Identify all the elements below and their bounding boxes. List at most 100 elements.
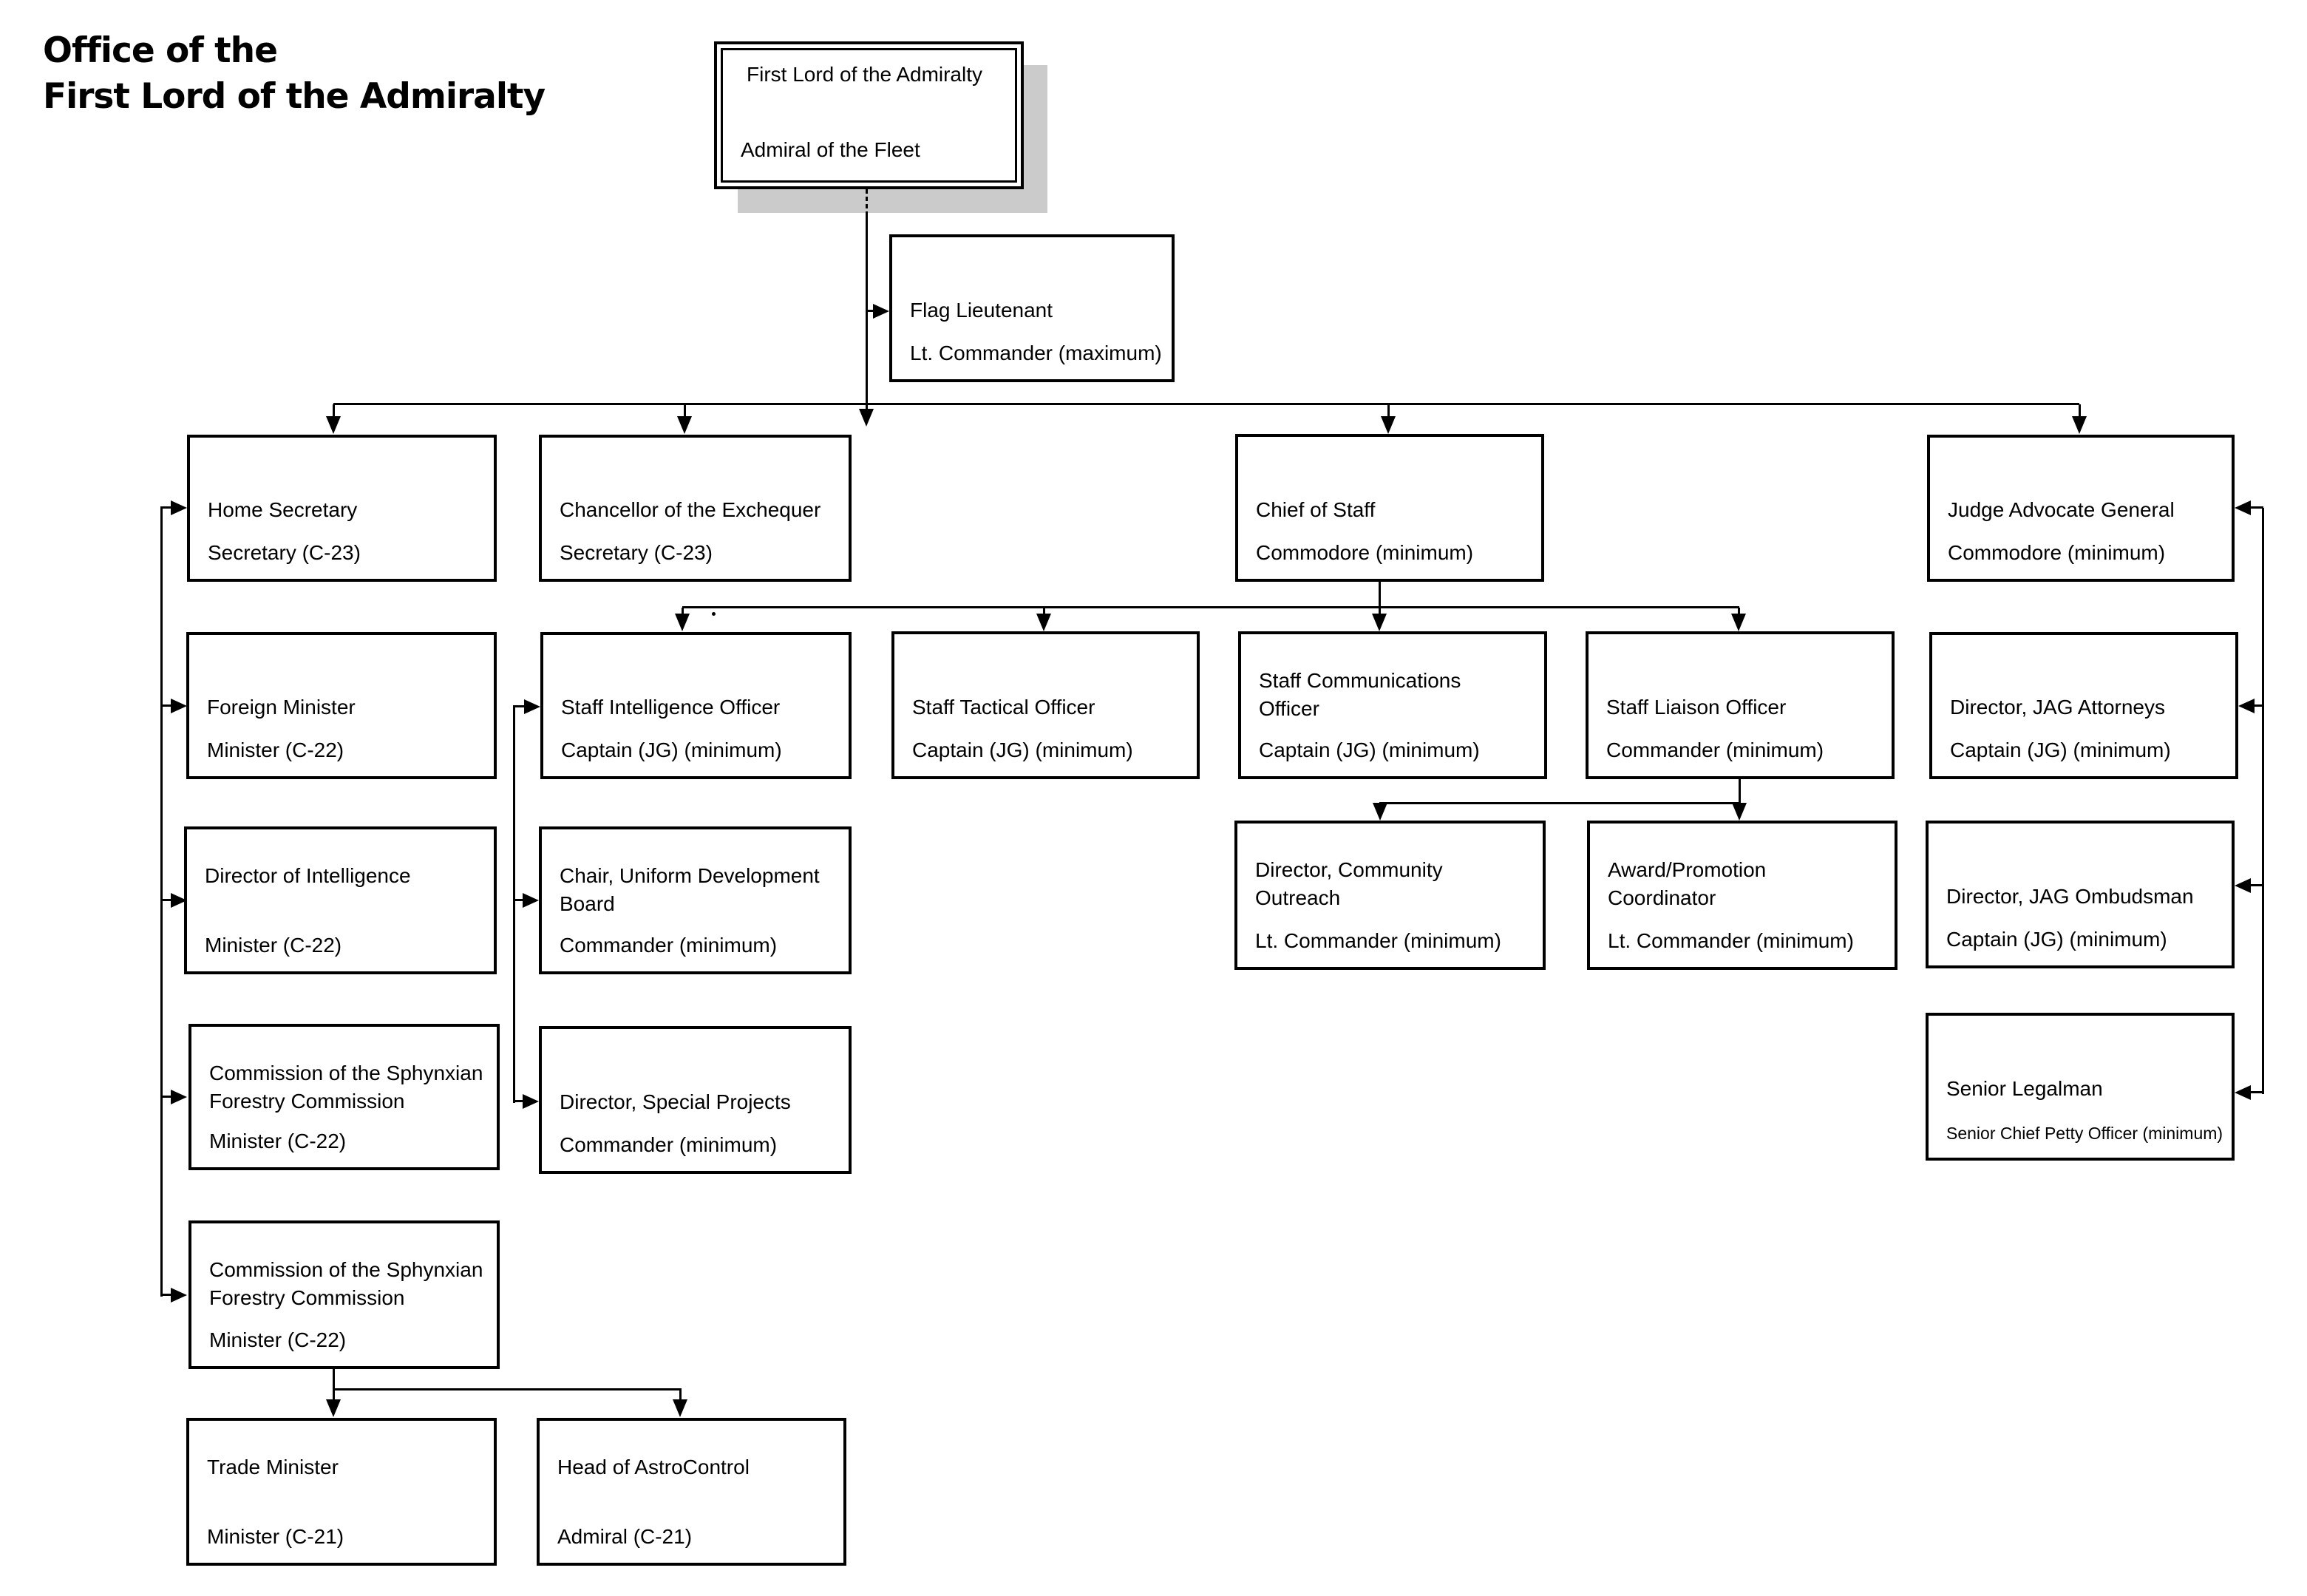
arrowhead-community-outreach: [1373, 803, 1387, 821]
connector-drop-staff-liaison: [1738, 608, 1740, 615]
arrowhead-astrocontrol: [673, 1399, 687, 1417]
org-box-rank: Captain (JG) (minimum): [1259, 738, 1480, 761]
arrowhead-flag-lieutenant: [873, 304, 889, 319]
arrowhead-senior-legalman: [2235, 1085, 2251, 1100]
connector-drop-staff-intelligence: [682, 608, 684, 615]
org-box-title: Home Secretary: [208, 498, 358, 521]
org-box-judge-advocate-general: Judge Advocate General Commodore (minimu…: [1927, 435, 2235, 582]
org-box-title: Trade Minister: [207, 1456, 339, 1478]
org-box-rank: Lt. Commander (minimum): [1255, 929, 1501, 952]
connector-drop-staff-tactical: [1043, 608, 1045, 615]
connector-drop-chancellor: [684, 404, 686, 418]
org-box-director-jag-ombudsman: Director, JAG Ombudsman Captain (JG) (mi…: [1926, 821, 2235, 968]
connector-staff-intelligence-hang: [513, 707, 515, 1103]
org-box-staff-communications-officer: Staff Communications Officer Captain (JG…: [1238, 631, 1547, 779]
arrowhead-into-staff-intelligence: [524, 699, 540, 714]
stub-into-jag: [2249, 506, 2263, 509]
org-box-rank: Lt. Commander (maximum): [910, 342, 1162, 364]
arrowhead-director-of-intelligence: [171, 893, 187, 908]
org-box-title: Staff Intelligence Officer: [561, 696, 781, 719]
stub-jag-attorneys: [2251, 704, 2263, 707]
org-box-senior-legalman: Senior Legalman Senior Chief Petty Offic…: [1926, 1013, 2235, 1161]
stub-special-projects: [513, 1100, 525, 1102]
stray-dot: [712, 612, 716, 616]
arrowhead-award-promotion: [1732, 803, 1747, 821]
org-box-title: Senior Legalman: [1946, 1077, 2103, 1100]
connector-staff-rail: [682, 606, 1739, 608]
org-box-title: Staff Communications Officer: [1259, 669, 1461, 720]
org-box-rank: Commander (minimum): [1606, 738, 1824, 761]
arrowhead-foreign-minister: [171, 699, 187, 713]
org-box-staff-intelligence-officer: Staff Intelligence Officer Captain (JG) …: [540, 632, 852, 779]
arrowhead-staff-communications: [1372, 614, 1387, 631]
org-box-chancellor-of-the-exchequer: Chancellor of the Exchequer Secretary (C…: [539, 435, 852, 582]
arrowhead-home-secretary: [326, 416, 341, 434]
arrowhead-judge-advocate-general: [2072, 416, 2087, 434]
arrowhead-staff-liaison: [1731, 614, 1746, 631]
connector-commission2-rail: [333, 1388, 682, 1390]
org-box-chair-uniform-development-board: Chair, Uniform Development Board Command…: [539, 826, 852, 974]
org-box-rank: Admiral (C-21): [557, 1525, 693, 1548]
org-box-commission-sphynxian-forestry-2: Commission of the Sphynxian Forestry Com…: [188, 1220, 500, 1369]
org-box-title: Director, Special Projects: [560, 1090, 791, 1113]
connector-home-secretary-hang: [160, 508, 163, 1297]
org-box-title: Staff Liaison Officer: [1606, 696, 1787, 719]
connector-first-lord-dashed: [866, 189, 868, 216]
org-box-title: Award/Promotion Coordinator: [1608, 858, 1767, 909]
org-box-rank: Minister (C-22): [205, 934, 342, 957]
arrowhead-jag-ombudsman: [2235, 878, 2251, 893]
org-box-title: Chief of Staff: [1256, 498, 1376, 521]
connector-liaison-down: [1739, 779, 1741, 804]
org-box-director-of-intelligence: Director of Intelligence Minister (C-22): [184, 826, 497, 974]
connector-drop-chief-of-staff: [1387, 404, 1390, 418]
arrowhead-chair-uniform-board: [523, 893, 539, 908]
stub-director-of-intelligence: [160, 899, 174, 901]
org-box-staff-tactical-officer: Staff Tactical Officer Captain (JG) (min…: [891, 631, 1200, 779]
arrowhead-commission-2: [171, 1288, 187, 1303]
org-box-title: Director of Intelligence: [205, 864, 411, 887]
connector-drop-jag: [2079, 404, 2081, 418]
org-box-title: Staff Tactical Officer: [912, 696, 1095, 719]
org-box-rank: Secretary (C-23): [560, 541, 713, 564]
page-title-line1: Office of the: [43, 30, 278, 71]
connector-cos-down: [1379, 582, 1381, 615]
org-box-title: Director, JAG Attorneys: [1950, 696, 2165, 719]
org-box-home-secretary: Home Secretary Secretary (C-23): [187, 435, 497, 582]
org-box-director-community-outreach: Director, Community Outreach Lt. Command…: [1234, 821, 1546, 970]
org-box-rank: Captain (JG) (minimum): [1946, 928, 2167, 951]
stub-commission-2: [160, 1294, 174, 1296]
stub-commission-1: [160, 1096, 174, 1098]
org-box-rank: Commander (minimum): [560, 934, 778, 957]
org-box-staff-liaison-officer: Staff Liaison Officer Commander (minimum…: [1586, 631, 1895, 779]
arrowhead-main-junction: [859, 409, 874, 427]
arrowhead-jag-attorneys: [2238, 699, 2255, 713]
stub-chair-uniform-board: [513, 899, 525, 901]
connector-liaison-rail: [1379, 802, 1741, 804]
org-box-title: Commission of the Sphynxian Forestry Com…: [209, 1258, 483, 1309]
stub-senior-legalman: [2249, 1091, 2263, 1093]
connector-flag-stub: [866, 310, 874, 312]
org-box-rank: Captain (JG) (minimum): [561, 738, 782, 761]
org-box-chief-of-staff: Chief of Staff Commodore (minimum): [1235, 434, 1544, 582]
arrowhead-commission-1: [171, 1090, 187, 1104]
org-box-title: Chancellor of the Exchequer: [560, 498, 821, 521]
connector-jag-hang: [2262, 508, 2264, 1094]
connector-main-rail: [333, 403, 2079, 405]
org-box-rank: Lt. Commander (minimum): [1608, 929, 1854, 952]
org-box-rank: Minister (C-22): [209, 1328, 347, 1351]
org-box-rank: Admiral of the Fleet: [741, 138, 920, 161]
org-box-rank: Captain (JG) (minimum): [912, 738, 1133, 761]
page-title: Office of the First Lord of the Admiralt…: [43, 28, 546, 120]
org-box-commission-sphynxian-forestry-1: Commission of the Sphynxian Forestry Com…: [188, 1024, 500, 1170]
org-box-title: Commission of the Sphynxian Forestry Com…: [209, 1062, 483, 1113]
org-box-rank: Senior Chief Petty Officer (minimum): [1946, 1124, 2223, 1143]
org-box-foreign-minister: Foreign Minister Minister (C-22): [186, 632, 497, 779]
org-box-flag-lieutenant: Flag Lieutenant Lt. Commander (maximum): [889, 234, 1175, 382]
org-box-title: Director, Community Outreach: [1255, 858, 1443, 909]
connector-commission2-down: [333, 1369, 335, 1401]
connector-drop-home-secretary: [333, 404, 335, 418]
arrowhead-staff-tactical: [1036, 614, 1051, 631]
arrowhead-staff-intelligence: [675, 614, 690, 631]
org-box-head-of-astrocontrol: Head of AstroControl Admiral (C-21): [537, 1418, 846, 1566]
org-box-title: Foreign Minister: [207, 696, 356, 719]
